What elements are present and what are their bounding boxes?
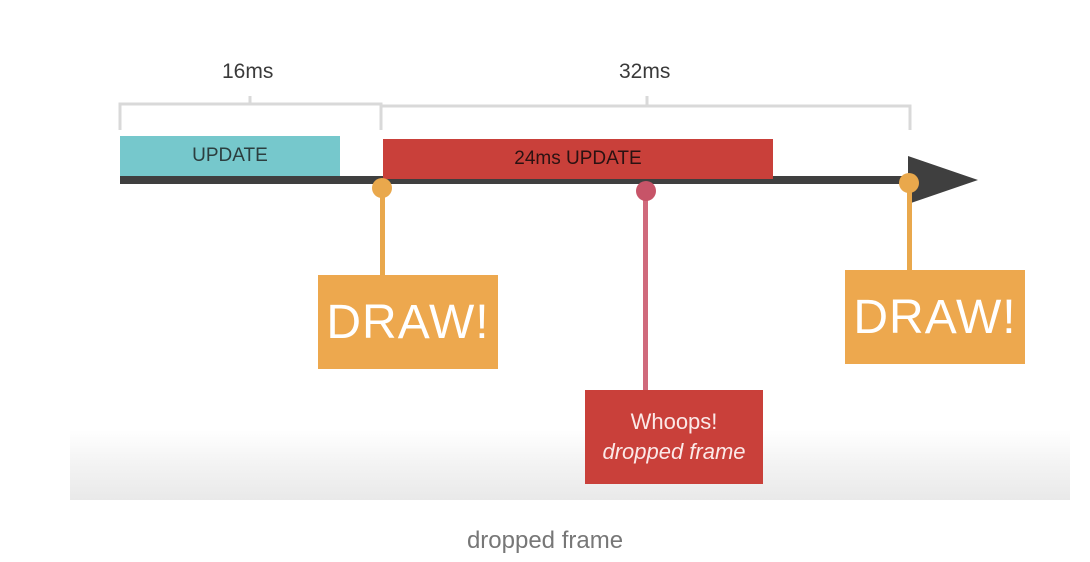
brace-32ms: [379, 96, 912, 130]
span-16ms-label: 16ms: [222, 60, 274, 83]
draw-box-1: DRAW!: [318, 275, 498, 369]
figure-caption: dropped frame: [466, 527, 624, 554]
dropped-frame-title: Whoops!: [630, 409, 718, 434]
draw-marker-dot-2: [899, 173, 919, 193]
update-24ms-bar: 24ms UPDATE: [383, 139, 773, 179]
diagram-panel: [70, 0, 1070, 500]
update-bar: UPDATE: [120, 136, 340, 176]
draw-marker-stem-1: [380, 186, 385, 276]
draw-marker-dot-1: [372, 178, 392, 198]
span-32ms-label: 32ms: [619, 60, 671, 83]
draw-box-2: DRAW!: [845, 270, 1025, 364]
brace-16ms: [118, 96, 383, 130]
dropped-frame-subtitle: dropped frame: [602, 439, 746, 464]
dropped-frame-dot: [636, 181, 656, 201]
dropped-frame-box: Whoops! dropped frame: [585, 390, 763, 484]
draw-marker-stem-2: [907, 183, 912, 273]
timeline-axis: [120, 176, 920, 184]
dropped-frame-stem: [643, 190, 648, 390]
timeline-arrow-icon: [908, 156, 978, 204]
